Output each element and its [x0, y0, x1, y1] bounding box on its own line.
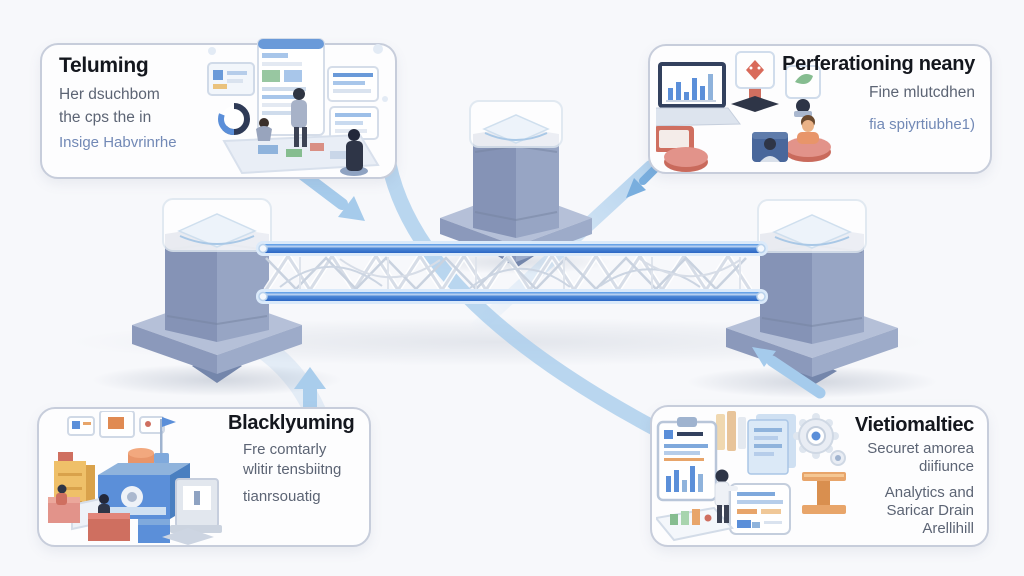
truss-bridge [256, 241, 768, 304]
team-workspace-illustration [207, 38, 388, 176]
arrow-bottom-right-up [752, 347, 826, 399]
pillar-center [440, 100, 592, 268]
rail-top [256, 241, 768, 256]
callout-line: Fine mlutcdhen [869, 84, 975, 101]
callout-heading: Blacklyuming [228, 412, 355, 434]
callout-line: Analytics and [884, 484, 974, 501]
callout-line: wlitir tensbiitng [243, 461, 342, 478]
arrow-bottom-left-up [294, 367, 326, 411]
callout-line: Her dsuchbom [59, 86, 160, 103]
callout-heading: Perferationing neany [782, 53, 975, 75]
callout-bottom-left: Blacklyuming Fre comtarly wlitir tensbii… [37, 407, 371, 547]
pillar-right [726, 199, 898, 386]
callout-line: the cps the in [59, 109, 152, 126]
callout-line: Saricar Drain [886, 502, 974, 519]
callout-heading: Vietiomaltiec [854, 414, 974, 436]
callout-top-left: Teluming Her dsuchbom the cps the in Ins… [40, 38, 397, 179]
callout-heading: Teluming [59, 54, 149, 77]
callout-link: fia spiyrtiubhe1) [869, 116, 975, 133]
callout-line: Fre comtarly [243, 441, 327, 458]
isometric-devices-illustration [656, 51, 831, 172]
callout-top-right: Perferationing neany Fine mlutcdhen fia … [648, 44, 992, 174]
callout-line: tianrsouatig [243, 488, 321, 505]
callout-line: Arellihill [922, 520, 974, 537]
warehouse-illustration [48, 411, 222, 545]
pillar-left [132, 198, 302, 383]
rail-bottom [256, 289, 768, 304]
callout-line: Securet amorea [867, 440, 974, 457]
callout-line: diifiunce [918, 458, 974, 475]
callout-bottom-right: Vietiomaltiec Securet amorea diifiunce A… [650, 405, 989, 547]
analytics-construction-illustration [656, 411, 846, 542]
callout-link: Insige Habvrinrhe [59, 134, 177, 151]
